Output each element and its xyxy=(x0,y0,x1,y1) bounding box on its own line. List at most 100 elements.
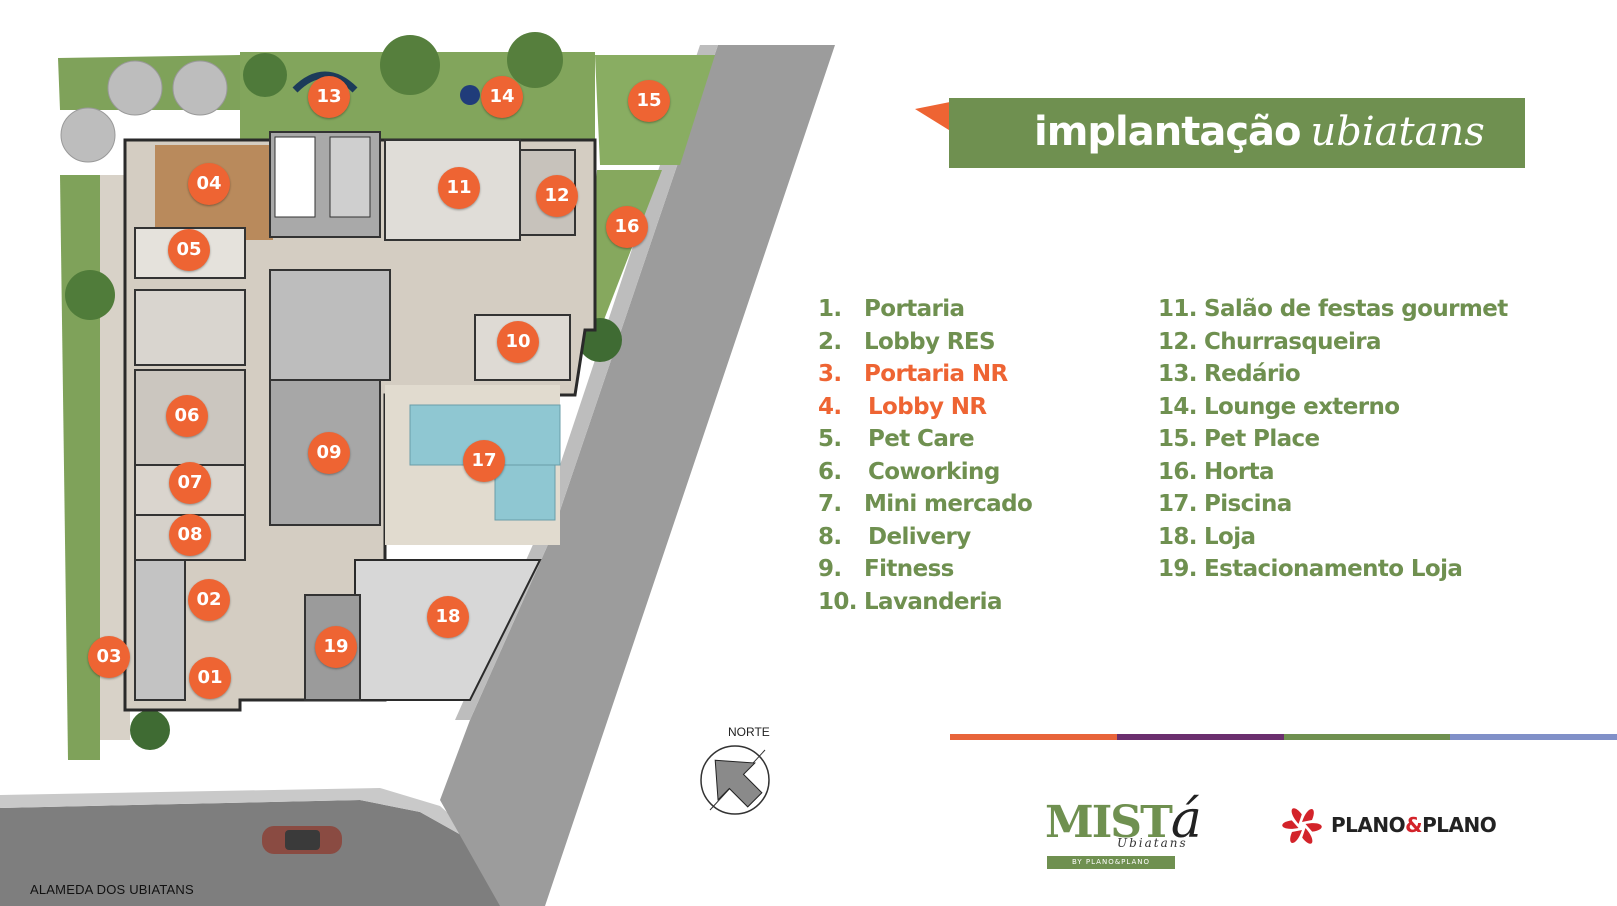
legend-label: Loja xyxy=(1204,523,1256,550)
plano-plano-logo: PLANO&PLANO xyxy=(1277,800,1507,852)
plano-word-left: PLANO xyxy=(1331,813,1406,837)
plan-marker-03: 03 xyxy=(88,636,130,678)
legend-number: 13. xyxy=(1158,361,1198,387)
plan-marker-11: 11 xyxy=(438,167,480,209)
north-label: NORTE xyxy=(728,725,770,739)
legend-label: Lavanderia xyxy=(864,588,1002,615)
legend-item: 8. Delivery xyxy=(818,524,1032,557)
site-plan: 01 02 03 04 05 06 07 08 09 10 11 12 13 1… xyxy=(0,32,835,906)
legend-label: Coworking xyxy=(868,458,1000,485)
shaft xyxy=(274,136,316,218)
title-main: implantação xyxy=(1034,109,1301,155)
plano-word-right: PLANO xyxy=(1422,813,1497,837)
legend-item: 9. Fitness xyxy=(818,556,1032,589)
mista-wordmark: MISTá xyxy=(1045,790,1202,850)
west-path xyxy=(100,175,130,740)
legend-number: 15. xyxy=(1158,426,1198,452)
site-plan-drawing xyxy=(0,32,835,906)
legend-item: 18.Loja xyxy=(1158,524,1508,557)
street-label: ALAMEDA DOS UBIATANS xyxy=(30,882,194,897)
legend-label: Redário xyxy=(1204,361,1301,387)
plan-marker-05: 05 xyxy=(168,229,210,271)
legend-number: 4. xyxy=(818,393,842,420)
plan-marker-16: 16 xyxy=(606,206,648,248)
stripe-segment xyxy=(950,734,1117,740)
legend-label: Portaria xyxy=(864,296,965,322)
tank xyxy=(172,60,228,116)
plan-marker-10: 10 xyxy=(497,321,539,363)
stripe-segment xyxy=(1450,734,1617,740)
legend-label: Salão de festas gourmet xyxy=(1204,296,1508,322)
legend-label: Portaria NR xyxy=(864,361,1008,387)
legend-column-1: 1. Portaria 2.Lobby RES 3. Portaria NR 4. L… xyxy=(818,296,1033,621)
legend-number: 3. xyxy=(818,361,842,387)
title-subtitle: ubiatans xyxy=(1310,109,1485,155)
tank xyxy=(107,60,163,116)
legend-label: Delivery xyxy=(868,523,971,550)
legend-item: 5. Pet Care xyxy=(818,426,1032,459)
plan-marker-15: 15 xyxy=(628,80,670,122)
legend-number: 8. xyxy=(818,523,842,550)
plan-marker-14: 14 xyxy=(481,76,523,118)
mista-accent: á xyxy=(1170,790,1202,850)
legend-item: 11.Salão de festas gourmet xyxy=(1158,296,1508,329)
tree xyxy=(243,53,287,97)
legend-label: Fitness xyxy=(864,556,954,582)
mista-logo: MISTá Ubiatans BY PLANO&PLANO xyxy=(1045,776,1202,876)
plan-marker-02: 02 xyxy=(188,579,230,621)
legend-label: Lobby NR xyxy=(868,393,987,420)
elevator-core xyxy=(269,269,391,381)
room xyxy=(134,559,186,701)
plan-marker-12: 12 xyxy=(536,175,578,217)
legend-label: Pet Place xyxy=(1204,426,1320,452)
legend-number: 5. xyxy=(818,426,842,452)
plan-marker-07: 07 xyxy=(169,462,211,504)
legend-label: Lobby RES xyxy=(864,328,996,355)
road-curb xyxy=(455,45,718,720)
tree xyxy=(65,270,115,320)
plan-marker-19: 19 xyxy=(315,626,357,668)
legend-label: Piscina xyxy=(1204,491,1292,517)
hammock xyxy=(292,71,358,93)
legend-item: 14.Lounge externo xyxy=(1158,394,1508,427)
brand-stripe xyxy=(950,734,1617,740)
legend-item: 4. Lobby NR xyxy=(818,394,1032,427)
legend-number: 7. xyxy=(818,491,842,517)
legend-number: 1. xyxy=(818,296,842,322)
legend-number: 14. xyxy=(1158,393,1198,420)
legend-number: 11. xyxy=(1158,296,1198,322)
plan-marker-13: 13 xyxy=(308,76,350,118)
mista-badge: BY PLANO&PLANO xyxy=(1047,856,1175,869)
legend-label: Lounge externo xyxy=(1204,393,1400,420)
street-asphalt xyxy=(0,800,510,906)
north-compass-icon xyxy=(700,745,770,815)
legend-item: 2.Lobby RES xyxy=(818,329,1032,362)
legend-number: 18. xyxy=(1158,523,1198,550)
mista-subtitle: Ubiatans xyxy=(1117,836,1188,850)
plan-marker-01: 01 xyxy=(189,657,231,699)
legend-item: 1. Portaria xyxy=(818,296,1032,329)
tree xyxy=(507,32,563,88)
tree xyxy=(130,710,170,750)
legend-item: 6.Coworking xyxy=(818,459,1032,492)
legend-column-2: 11.Salão de festas gourmet 12.Churrasque… xyxy=(1158,296,1508,589)
garden-lawn xyxy=(585,170,662,330)
legend-number: 9. xyxy=(818,556,842,582)
legend-label: Pet Care xyxy=(868,426,975,452)
stripe-segment xyxy=(1116,734,1284,740)
tree xyxy=(380,35,440,95)
legend-item: 16.Horta xyxy=(1158,459,1508,492)
legend-number: 19. xyxy=(1158,556,1198,582)
plano-wordmark: PLANO&PLANO xyxy=(1331,813,1497,837)
legend-item: 15.Pet Place xyxy=(1158,426,1508,459)
pool-kids xyxy=(494,464,556,521)
legend-label: Churrasqueira xyxy=(1204,328,1382,355)
room xyxy=(134,289,246,366)
legend-item: 17.Piscina xyxy=(1158,491,1508,524)
stairs xyxy=(329,136,371,218)
plan-marker-18: 18 xyxy=(427,596,469,638)
legend-number: 10. xyxy=(818,588,858,615)
lounge-pouf xyxy=(460,85,480,105)
